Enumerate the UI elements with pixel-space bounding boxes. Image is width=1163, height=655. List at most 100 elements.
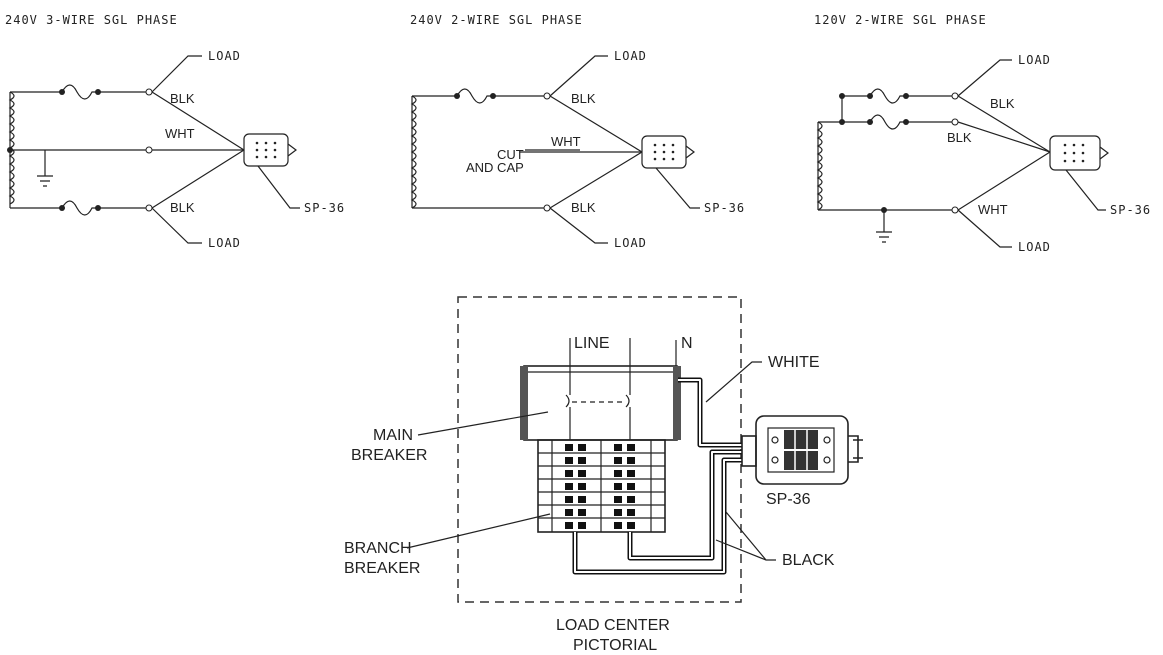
transformer-coil-2 [410, 95, 417, 209]
load-center-pictorial: LINE N WHITE MAIN BREAKER BRANCH BREAKER… [344, 296, 863, 654]
sp36-leader-1 [257, 165, 300, 209]
main-breaker-label-2: BREAKER [351, 447, 427, 464]
black-cable-2-core [629, 451, 742, 559]
caption-line-1: LOAD CENTER [556, 617, 670, 634]
black-cable-1-core [574, 459, 742, 573]
black-cable-1 [572, 457, 742, 575]
sp36-terminal-dots [255, 141, 277, 159]
node-dot [490, 93, 496, 99]
line-top-1 [10, 84, 146, 100]
line-top-2 [412, 88, 544, 104]
node-dot [867, 119, 873, 125]
load-leader-top-2 [549, 55, 608, 97]
blk-label-top-3: BLK [990, 96, 1015, 111]
caption-line-2: PICTORIAL [573, 637, 657, 654]
sp36-label-3: SP-36 [1110, 203, 1151, 217]
sp36-leader-2 [655, 167, 700, 209]
load-label-top-3: LOAD [1018, 53, 1051, 67]
load-leader-bottom-3 [957, 209, 1012, 248]
sp36-enclosure [755, 415, 849, 485]
sp36-label-1: SP-36 [304, 201, 345, 215]
node-dot [839, 93, 845, 99]
load-leader-top-3 [957, 59, 1012, 97]
node-dot [59, 89, 65, 95]
node-dot [7, 147, 13, 153]
blk-label-mid-3: BLK [947, 130, 972, 145]
wht-cut-line-2 [520, 149, 642, 153]
branch-breaker-label-1: BRANCH [344, 540, 412, 557]
and-cap-label: AND CAP [466, 160, 524, 175]
terminal-circle [951, 118, 959, 126]
wires-to-sp36-3 [957, 95, 1051, 211]
blk-label-top-1: BLK [170, 91, 195, 106]
sp36-box-3 [1049, 135, 1101, 171]
line-bottom-3 [818, 209, 952, 243]
terminal-circle [145, 204, 153, 212]
diagram-120v-2-wire: 120V 2-WIRE SGL PHASE LOAD BLK BLK WHT L… [814, 13, 1151, 254]
branch-breaker-leader [406, 513, 551, 549]
black-leader [715, 511, 776, 561]
load-leader-bottom-2 [549, 207, 608, 244]
terminal-circle [951, 206, 959, 214]
load-label-bottom-1: LOAD [208, 236, 241, 250]
load-label-bottom-3: LOAD [1018, 240, 1051, 254]
sp36-pictorial-label: SP-36 [766, 491, 811, 508]
sp36-terminal-dots [653, 143, 675, 161]
white-cable [678, 377, 742, 448]
node-dot [95, 205, 101, 211]
line-label: LINE [574, 335, 610, 352]
transformer-coil-3 [816, 121, 823, 211]
node-dot [903, 93, 909, 99]
sp36-connector-1 [287, 143, 297, 157]
housing-end-right [673, 366, 681, 440]
wht-label-1: WHT [165, 126, 195, 141]
line-leads [569, 338, 677, 395]
blk-label-top-2: BLK [571, 91, 596, 106]
bus-leads [569, 407, 631, 440]
white-cable-core [678, 379, 742, 446]
node-dot [839, 119, 845, 125]
sp36-side-connector [848, 435, 863, 463]
line-bottom-1 [10, 200, 146, 216]
main-breaker-leader [417, 411, 549, 436]
sp36-leader-3 [1065, 169, 1106, 211]
branch-breaker-label-2: BREAKER [344, 560, 420, 577]
sp36-box-2 [641, 135, 687, 169]
node-dot [454, 93, 460, 99]
diagram-1-title: 240V 3-WIRE SGL PHASE [5, 13, 178, 27]
black-label: BLACK [782, 552, 835, 569]
sp36-conduit-fitting [741, 435, 757, 467]
load-label-top-2: LOAD [614, 49, 647, 63]
wht-label-2: WHT [551, 134, 581, 149]
terminal-circle [145, 146, 153, 154]
terminal-circle [543, 92, 551, 100]
terminal-circle [145, 88, 153, 96]
branch-breaker-rows [538, 440, 665, 532]
main-breaker-contacts [565, 394, 630, 408]
load-leader-bottom-1 [151, 207, 202, 244]
white-leader [705, 361, 762, 403]
wires-to-sp36-1 [151, 91, 245, 209]
node-dot [867, 93, 873, 99]
line-mid-3 [818, 114, 952, 130]
sp36-label-2: SP-36 [704, 201, 745, 215]
line-center-1 [10, 149, 146, 187]
neutral-label: N [681, 335, 693, 352]
blk-label-bottom-1: BLK [170, 200, 195, 215]
white-label: WHITE [768, 354, 820, 371]
line-top-3 [841, 88, 952, 122]
housing-end-left [520, 366, 528, 440]
load-label-bottom-2: LOAD [614, 236, 647, 250]
node-dot [881, 207, 887, 213]
main-breaker-housing [523, 365, 678, 441]
load-label-top-1: LOAD [208, 49, 241, 63]
diagram-3-title: 120V 2-WIRE SGL PHASE [814, 13, 987, 27]
terminal-circle [951, 92, 959, 100]
load-leader-top-1 [151, 55, 202, 93]
node-dot [903, 119, 909, 125]
sp36-terminal-dots [1063, 143, 1085, 163]
blk-label-bottom-2: BLK [571, 200, 596, 215]
sp36-box-1 [243, 133, 289, 167]
diagram-2-title: 240V 2-WIRE SGL PHASE [410, 13, 583, 27]
